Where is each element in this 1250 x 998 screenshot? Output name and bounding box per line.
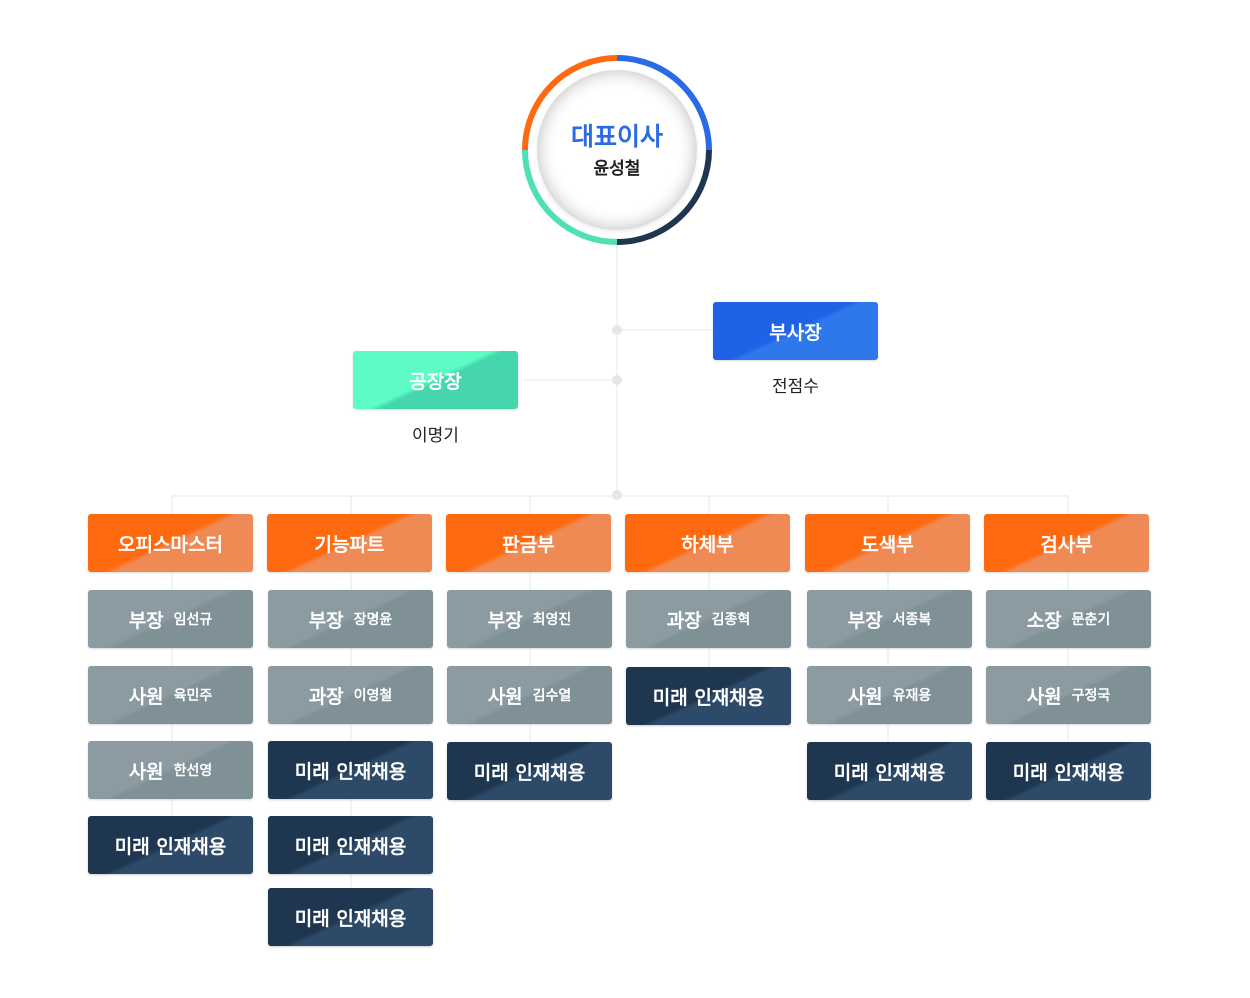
ceo-title: 대표이사 — [570, 122, 663, 151]
future-hire-card: 미래 인재채용 — [268, 816, 433, 874]
department-header: 오피스마스터 — [88, 514, 253, 572]
member-name: 이영철 — [353, 688, 393, 704]
member-card: 부장 서종복 — [807, 590, 972, 648]
factory-manager-name: 이명기 — [412, 426, 459, 446]
future-hire-card: 미래 인재채용 — [626, 667, 791, 725]
member-name: 육민주 — [173, 688, 213, 704]
member-card: 과장 이영철 — [268, 666, 433, 724]
member-name: 한선영 — [173, 763, 213, 779]
member-name: 김수열 — [532, 688, 572, 704]
department-name: 판금부 — [502, 533, 555, 556]
member-card: 과장 김종혁 — [626, 590, 791, 648]
member-card: 소장 문춘기 — [986, 590, 1151, 648]
member-card: 사원 한선영 — [88, 741, 253, 799]
vice-president-title: 부사장 — [769, 321, 822, 344]
department-header: 하체부 — [625, 514, 790, 572]
member-card: 사원 구정국 — [986, 666, 1151, 724]
member-card: 부장 임선규 — [88, 590, 253, 648]
department-header: 판금부 — [446, 514, 611, 572]
future-hire-card: 미래 인재채용 — [268, 741, 433, 799]
member-name: 임선규 — [173, 612, 213, 628]
member-name: 유재용 — [892, 688, 932, 704]
ceo-circle-body — [537, 70, 697, 230]
member-rank: 사원 — [128, 685, 164, 708]
future-hire-card: 미래 인재채용 — [88, 816, 253, 874]
member-name: 김종혁 — [711, 612, 751, 628]
department-name: 검사부 — [1040, 533, 1093, 556]
member-rank: 사원 — [847, 685, 883, 708]
ceo-node: 대표이사 윤성철 — [522, 55, 712, 245]
member-rank: 부장 — [128, 609, 164, 632]
department-header: 도색부 — [805, 514, 970, 572]
vice-president-box: 부사장 — [713, 302, 878, 360]
member-card: 사원 김수열 — [447, 666, 612, 724]
department-header: 기능파트 — [267, 514, 432, 572]
vice-president-name: 전점수 — [772, 377, 819, 397]
member-name: 장명윤 — [353, 612, 393, 628]
ceo-name: 윤성철 — [593, 159, 641, 179]
member-name: 최영진 — [532, 612, 572, 628]
member-name: 서종복 — [892, 612, 932, 628]
member-rank: 부장 — [487, 609, 523, 632]
member-rank: 부장 — [308, 609, 344, 632]
department-name: 기능파트 — [314, 533, 385, 556]
member-rank: 소장 — [1026, 609, 1062, 632]
member-card: 사원 육민주 — [88, 666, 253, 724]
future-hire-card: 미래 인재채용 — [268, 888, 433, 946]
department-header: 검사부 — [984, 514, 1149, 572]
future-hire-card: 미래 인재채용 — [447, 742, 612, 800]
member-rank: 과장 — [308, 685, 344, 708]
member-name: 구정국 — [1071, 688, 1111, 704]
department-name: 도색부 — [861, 533, 914, 556]
future-hire-card: 미래 인재채용 — [986, 742, 1151, 800]
future-hire-card: 미래 인재채용 — [807, 742, 972, 800]
department-column-office-master: 오피스마스터 — [88, 514, 253, 572]
ceo-ring — [522, 55, 712, 245]
member-card: 사원 유재용 — [807, 666, 972, 724]
factory-manager-box: 공장장 — [353, 351, 518, 409]
member-rank: 과장 — [666, 609, 702, 632]
member-name: 문춘기 — [1071, 612, 1111, 628]
member-rank: 부장 — [847, 609, 883, 632]
member-card: 부장 최영진 — [447, 590, 612, 648]
department-name: 오피스마스터 — [118, 533, 223, 556]
member-rank: 사원 — [487, 685, 523, 708]
department-name: 하체부 — [681, 533, 734, 556]
member-rank: 사원 — [1026, 685, 1062, 708]
member-rank: 사원 — [128, 760, 164, 783]
factory-manager-title: 공장장 — [409, 370, 462, 393]
member-card: 부장 장명윤 — [268, 590, 433, 648]
